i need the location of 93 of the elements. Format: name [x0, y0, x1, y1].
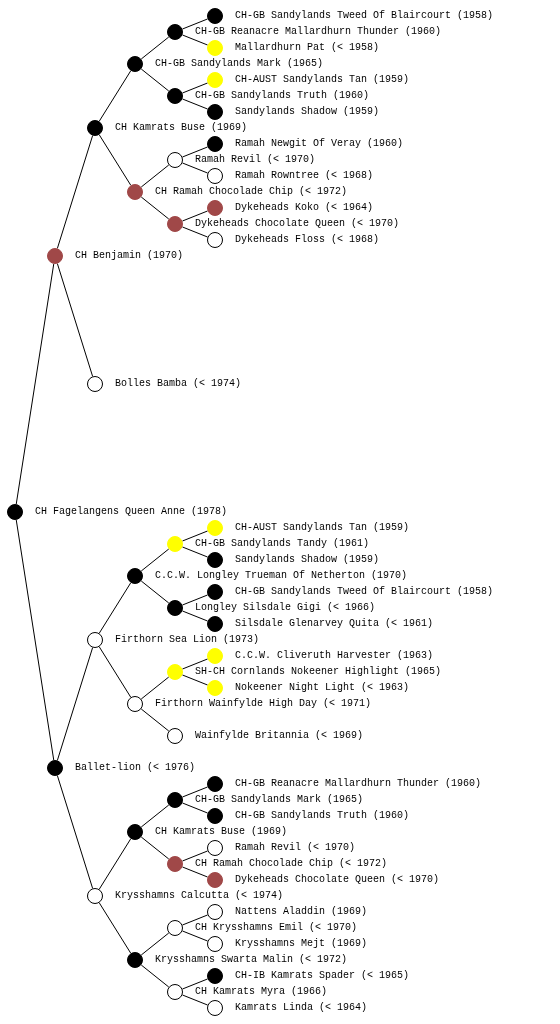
connector-line: [140, 580, 170, 604]
name-label: CH-AUST Sandylands Tan (1959): [235, 522, 410, 534]
name-label: CH-GB Sandylands Truth (1960): [195, 90, 370, 102]
connector-line: [181, 866, 209, 878]
name-label: Silsdale Glenarvey Quita (< 1961): [235, 618, 434, 630]
name-label: CH-GB Reanacre Mallardhurn Thunder (1960): [235, 778, 482, 790]
name-label: Firthorn Sea Lion (1973): [115, 634, 260, 646]
name-label: CH Krysshamns Emil (< 1970): [195, 922, 358, 934]
name-label: Kamrats Linda (< 1964): [235, 1002, 368, 1014]
connector-line: [56, 647, 94, 761]
connector-line: [98, 646, 132, 698]
connector-line: [98, 70, 132, 122]
connector-line: [98, 582, 132, 634]
connector-line: [15, 519, 55, 761]
connector-line: [140, 836, 170, 860]
name-label: CH Ramah Chocolade Chip (< 1972): [155, 186, 348, 198]
name-label: Ramah Revil (< 1970): [195, 154, 316, 166]
name-label: Nokeener Night Light (< 1963): [235, 682, 410, 694]
connector-line: [181, 786, 209, 798]
connector-line: [181, 226, 209, 238]
name-label: Sandylands Shadow (1959): [235, 106, 380, 118]
connector-line: [98, 134, 132, 186]
name-label: CH-GB Sandylands Tweed Of Blaircourt (1958): [235, 10, 494, 22]
name-label: CH Ramah Chocolade Chip (< 1972): [195, 858, 388, 870]
name-label: SH-CH Cornlands Nokeener Highlight (1965): [195, 666, 442, 678]
connector-line: [140, 548, 170, 572]
name-label: Longley Silsdale Gigi (< 1966): [195, 602, 376, 614]
connector-line: [181, 802, 209, 814]
name-label: Dykeheads Floss (< 1968): [235, 234, 380, 246]
connector-line: [140, 68, 170, 92]
name-label: Dykeheads Koko (< 1964): [235, 202, 374, 214]
name-label: CH Benjamin (1970): [75, 250, 184, 262]
name-label: C.C.W. Cliveruth Harvester (1963): [235, 650, 434, 662]
name-label: CH Kamrats Myra (1966): [195, 986, 328, 998]
name-label: CH-AUST Sandylands Tan (1959): [235, 74, 410, 86]
name-label: C.C.W. Longley Trueman Of Netherton (1970): [155, 570, 408, 582]
connector-line: [181, 146, 209, 158]
name-label: Dykeheads Chocolate Queen (< 1970): [195, 218, 400, 230]
connector-line: [181, 930, 209, 942]
connector-line: [140, 164, 170, 188]
connector-line: [181, 850, 209, 862]
name-label: Firthorn Wainfylde High Day (< 1971): [155, 698, 372, 710]
connector-line: [181, 994, 209, 1006]
connector-line: [181, 530, 209, 542]
connector-line: [181, 18, 209, 30]
connector-line: [181, 674, 209, 686]
connector-line: [140, 36, 170, 60]
name-label: CH-GB Sandylands Mark (1965): [195, 794, 364, 806]
connector-line: [181, 658, 209, 670]
name-label: CH-GB Sandylands Tweed Of Blaircourt (1958): [235, 586, 494, 598]
name-label: CH-GB Sandylands Mark (1965): [155, 58, 324, 70]
connector-line: [98, 902, 132, 954]
name-label: CH-GB Sandylands Truth (1960): [235, 810, 410, 822]
name-label: Ramah Rowntree (< 1968): [235, 170, 374, 182]
connector-line: [140, 964, 170, 988]
name-label: Wainfylde Britannia (< 1969): [195, 730, 364, 742]
name-label: Ramah Revil (< 1970): [235, 842, 356, 854]
name-label: CH Fagelangens Queen Anne (1978): [35, 506, 228, 518]
name-label: CH-GB Reanacre Mallardhurn Thunder (1960): [195, 26, 442, 38]
connector-line: [181, 978, 209, 990]
name-label: Krysshamns Swarta Malin (< 1972): [155, 954, 348, 966]
name-label: Krysshamns Calcutta (< 1974): [115, 890, 284, 902]
connector-line: [56, 263, 94, 377]
name-label: Mallardhurn Pat (< 1958): [235, 42, 380, 54]
connector-line: [56, 775, 94, 889]
name-label: CH-GB Sandylands Tandy (1961): [195, 538, 370, 550]
connector-line: [181, 914, 209, 926]
name-label: Dykeheads Chocolate Queen (< 1970): [235, 874, 440, 886]
name-label: CH Kamrats Buse (1969): [115, 122, 248, 134]
connector-line: [15, 263, 55, 505]
connector-line: [98, 838, 132, 890]
connector-line: [181, 210, 209, 222]
connector-line: [140, 676, 170, 700]
name-label: Krysshamns Mejt (1969): [235, 938, 368, 950]
connector-line: [56, 135, 94, 249]
connector-line: [181, 610, 209, 622]
connector-line: [181, 162, 209, 174]
connector-line: [140, 932, 170, 956]
connector-line: [181, 34, 209, 46]
name-label: CH Kamrats Buse (1969): [155, 826, 288, 838]
name-label: Ramah Newgit Of Veray (1960): [235, 138, 404, 150]
connector-line: [140, 708, 170, 732]
connector-line: [181, 594, 209, 606]
connector-line: [181, 546, 209, 558]
name-label: CH-IB Kamrats Spader (< 1965): [235, 970, 410, 982]
name-label: Ballet-lion (< 1976): [75, 762, 196, 774]
name-label: Sandylands Shadow (1959): [235, 554, 380, 566]
connector-line: [140, 804, 170, 828]
connector-line: [181, 82, 209, 94]
name-label: Nattens Aladdin (1969): [235, 906, 368, 918]
connector-line: [181, 98, 209, 110]
name-label: Bolles Bamba (< 1974): [115, 378, 242, 390]
connector-line: [140, 196, 170, 220]
